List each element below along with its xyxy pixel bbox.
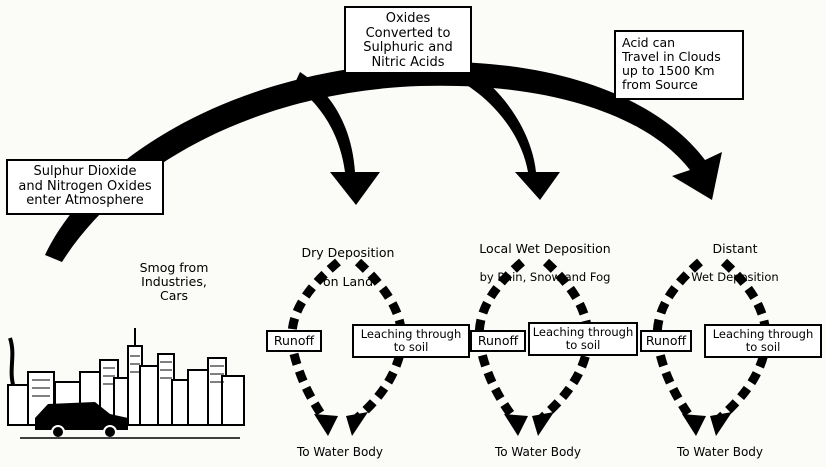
zone-dry-water-label: To Water Body (296, 445, 384, 459)
zone-local-wet-water-label: To Water Body (494, 445, 582, 459)
main-arc-arrow (45, 61, 722, 262)
zone-dry-title-line1: Dry Deposition (301, 245, 395, 261)
branch-arrow-local-wet (462, 68, 560, 200)
sulphur-dioxide-box: Sulphur Dioxide and Nitrogen Oxides ente… (6, 159, 164, 215)
zone-distant-wet-runoff-box: Runoff (640, 330, 692, 352)
distant-wet-arrowhead-left (682, 414, 706, 436)
zone-dry-title-line2: on Land (322, 274, 374, 290)
zone-dry-title: Dry Deposition on Land (278, 232, 418, 304)
zone-local-wet-title-line1: Local Wet Deposition (479, 241, 611, 257)
dry-arrowhead-left (314, 414, 338, 436)
dry-arrowhead-right (346, 412, 368, 436)
zone-dry-runoff-box: Runoff (266, 330, 322, 352)
oxides-converted-box: Oxides Converted to Sulphuric and Nitric… (344, 6, 472, 74)
skyline-windows (32, 355, 224, 397)
zone-distant-wet-title-line2: Wet Deposition (691, 270, 779, 285)
zone-distant-wet-title-line1: Distant (712, 241, 758, 257)
distant-wet-arrowhead-right (710, 412, 732, 436)
zone-distant-wet-leaching-box: Leaching through to soil (704, 324, 822, 358)
distant-wet-deposition-arrows (652, 258, 771, 424)
dry-deposition-arrows (287, 258, 407, 424)
zone-distant-wet-water-label: To Water Body (676, 445, 764, 459)
zone-distant-wet-title: Distant Wet Deposition (665, 228, 805, 299)
zone-local-wet-title-line2: by Rain, Snow and Fog (479, 270, 611, 285)
zone-local-wet-title: Local Wet Deposition by Rain, Snow and F… (470, 228, 620, 299)
zone-local-wet-leaching-box: Leaching through to soil (528, 322, 638, 356)
local-wet-deposition-arrows (474, 258, 593, 424)
local-wet-arrowhead-left (504, 414, 528, 436)
zone-local-wet-runoff-box: Runoff (470, 330, 526, 352)
local-wet-arrowhead-right (532, 412, 554, 436)
smog-label: Smog from Industries, Cars (139, 260, 209, 303)
branch-arrow-dry (294, 72, 380, 205)
zone-dry-leaching-box: Leaching through to soil (352, 324, 470, 358)
car-icon (20, 402, 240, 439)
acid-travel-box: Acid can Travel in Clouds up to 1500 Km … (614, 30, 744, 100)
